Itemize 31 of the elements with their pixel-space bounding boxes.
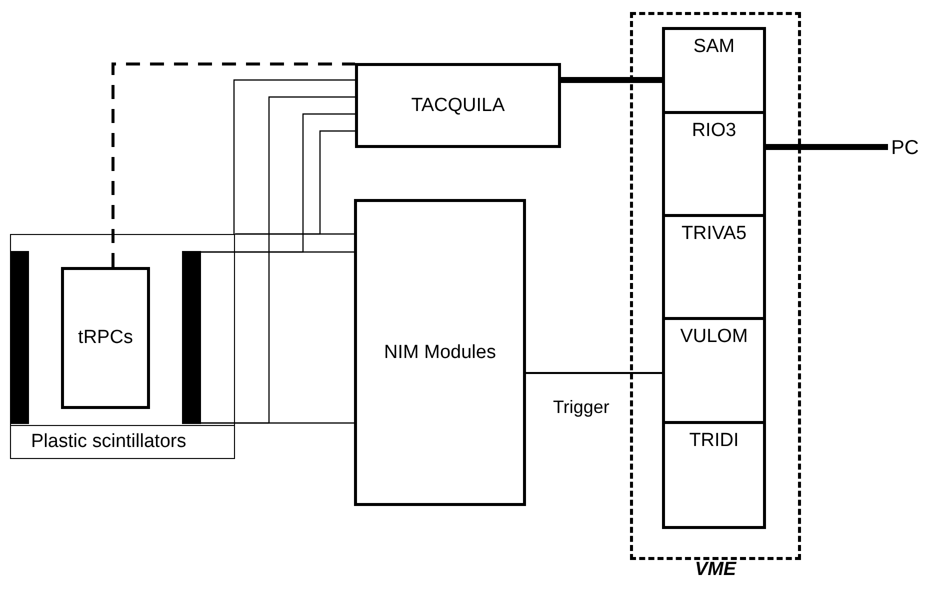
signal-wire — [201, 422, 354, 424]
scintillator-bar — [182, 251, 201, 424]
bus-line — [766, 144, 888, 150]
signal-wire — [235, 233, 354, 235]
node-label: VULOM — [680, 326, 748, 348]
block-box — [355, 63, 561, 148]
signal-wire — [201, 251, 354, 253]
module-slot — [662, 421, 766, 529]
block-box — [354, 199, 526, 506]
edge-label: Trigger — [553, 397, 610, 418]
dashed-connector — [112, 62, 355, 267]
node-label: TRIDI — [689, 430, 739, 452]
node-label: NIM Modules — [384, 342, 496, 364]
block-box — [61, 267, 150, 409]
node-label: PC — [891, 136, 919, 160]
signal-wire — [233, 79, 355, 234]
scintillator-bar — [11, 251, 29, 424]
module-slot — [662, 317, 766, 424]
node-label: tRPCs — [78, 327, 133, 349]
module-slot — [662, 27, 766, 114]
node-label: SAM — [693, 36, 735, 58]
node-label: TACQUILA — [411, 94, 505, 116]
module-slot — [662, 214, 766, 320]
bus-line — [561, 77, 662, 83]
node-label: TRIVA5 — [681, 223, 747, 245]
detector-label: Plastic scintillators — [11, 425, 234, 458]
detector-box — [10, 234, 235, 459]
module-slot — [662, 111, 766, 217]
crate-label: VME — [694, 559, 738, 581]
node-label: RIO3 — [692, 120, 736, 142]
signal-wire — [526, 372, 662, 374]
